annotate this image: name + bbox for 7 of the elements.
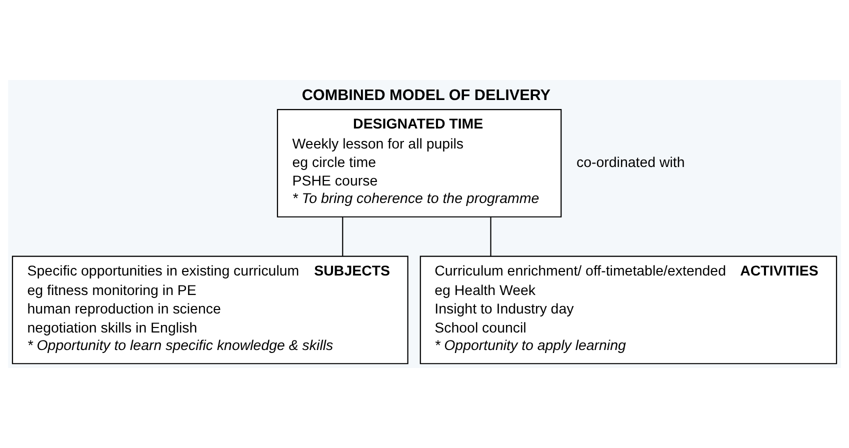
- connector: [342, 217, 344, 256]
- diagram-title: COMBINED MODEL OF DELIVERY: [302, 86, 551, 104]
- node-box: DESIGNATED TIME Weekly lesson for all pupils eg circle time PSHE course * To bring coherence to the programme: [276, 109, 562, 218]
- node-label: co-ordinated with: [576, 154, 685, 171]
- node-box: Curriculum enrichment/ off-timetable/extended ACTIVITIES eg Health Week Insight to Industry day School council * Opportunity to apply learning: [420, 256, 838, 364]
- connector: [490, 217, 492, 256]
- node-box: Specific opportunities in existing curriculum SUBJECTS eg fitness monitoring in PE human reproduction in science negotiation skills in English * Opportunity to learn specific knowledge & skills: [12, 256, 408, 364]
